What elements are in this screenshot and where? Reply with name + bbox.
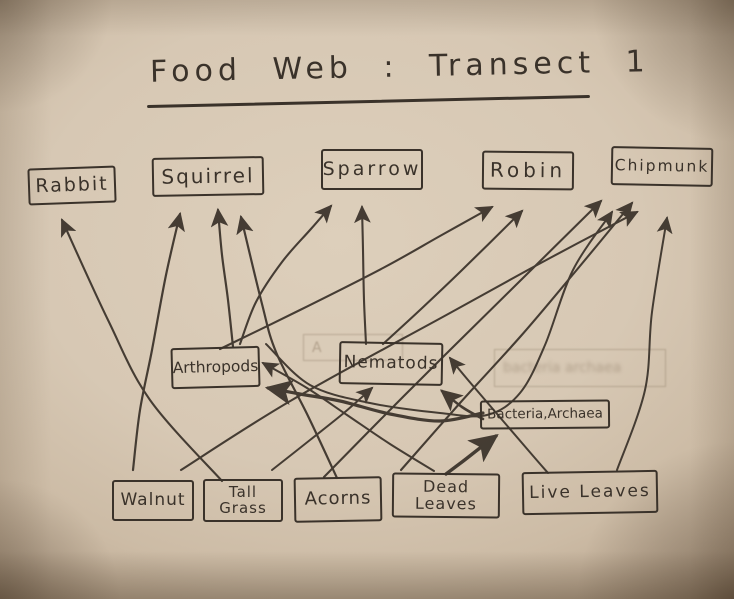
ghost-box-b: bacteria archaea	[494, 349, 666, 387]
node-rabbit: Rabbit	[27, 165, 117, 206]
node-walnut: Walnut	[112, 480, 194, 521]
node-label: Acorns	[304, 487, 372, 510]
node-label: Squirrel	[161, 163, 255, 189]
node-label: Live Leaves	[529, 480, 651, 503]
node-label: Tall	[228, 482, 258, 501]
node-squirrel: Squirrel	[151, 156, 265, 197]
node-label: Robin	[489, 157, 567, 183]
node-label: Arthropods	[172, 357, 259, 378]
node-label: Bacteria,Archaea	[487, 405, 603, 423]
node-robin: Robin	[481, 150, 575, 191]
node-label-line2: Grass	[219, 498, 267, 517]
node-nematods: Nematods	[338, 341, 444, 386]
node-label-line2: Leaves	[414, 493, 477, 513]
node-label: Chipmunk	[614, 156, 710, 177]
node-chipmunk: Chipmunk	[610, 146, 714, 187]
node-label: Sparrow	[322, 157, 422, 180]
node-label: Rabbit	[34, 172, 109, 197]
node-liveleaves: Live Leaves	[521, 469, 659, 516]
ghost-box-a-text: A	[312, 339, 322, 356]
ghost-box-b-text: bacteria archaea	[503, 360, 622, 376]
node-label: Nematods	[343, 351, 439, 374]
node-arthropods: Arthropods	[170, 345, 261, 390]
node-acorns: Acorns	[293, 476, 383, 523]
node-label: Walnut	[120, 489, 186, 510]
node-bacteria: Bacteria,Archaea	[479, 399, 611, 430]
node-sparrow: Sparrow	[321, 149, 423, 190]
